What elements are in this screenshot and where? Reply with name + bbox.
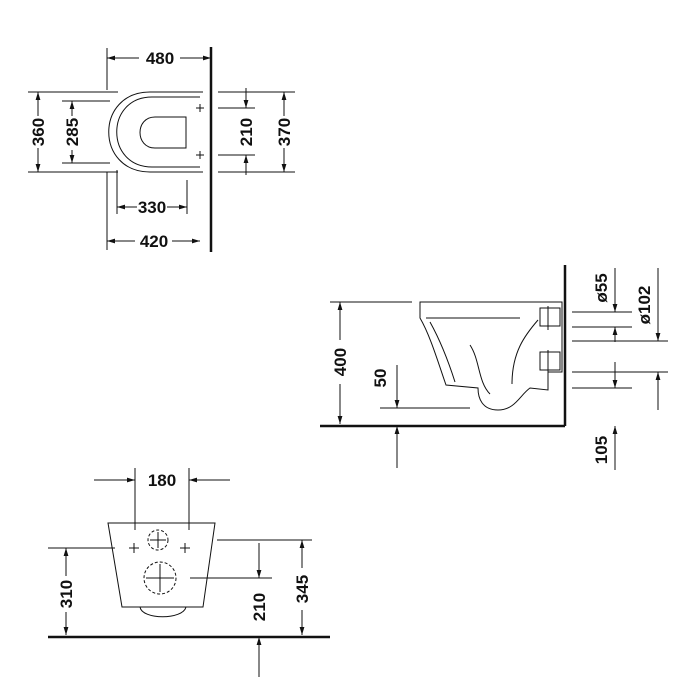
dim-inlet-width: 180	[148, 471, 176, 490]
back-view: 180 310 210 345	[48, 468, 330, 677]
dim-width-seat: 330	[138, 198, 166, 217]
bowl-outline	[108, 91, 203, 173]
bowl-foot	[139, 606, 187, 618]
dim-fixing-height: 210	[250, 593, 269, 621]
dim-fixing-spacing: 210	[237, 118, 256, 146]
fixing-mark-icon	[180, 543, 190, 553]
dim-inlet-diameter: ø55	[592, 273, 611, 302]
fixing-mark-icon	[129, 543, 139, 553]
dim-drain-height: 105	[592, 436, 611, 464]
bowl-inner-contour	[426, 317, 539, 395]
bowl-inner-outline	[116, 96, 200, 168]
dim-depth-seat: 285	[63, 118, 82, 146]
dim-rim-height: 400	[331, 348, 350, 376]
outlet-opening	[143, 561, 177, 595]
dim-water-level: 50	[371, 369, 390, 388]
inlet-opening	[147, 529, 169, 551]
dim-outlet-height: 310	[57, 580, 76, 608]
fixing-mark-icon	[196, 104, 204, 112]
dim-depth-overall: 360	[29, 118, 48, 146]
dim-top-height: 345	[293, 575, 312, 603]
top-view: 480 360 285 210 370 330 4	[28, 47, 295, 252]
dim-outlet-diameter: ø102	[635, 286, 654, 325]
connection-sockets	[539, 307, 561, 371]
bowl-side-outline	[419, 301, 563, 411]
dim-width-bowl: 420	[140, 232, 168, 251]
dim-width-overall: 480	[146, 49, 174, 68]
bowl-back-outline	[107, 522, 216, 608]
fixing-mark-icon	[196, 151, 204, 159]
side-view: 400 50 ø55 ø102 105	[320, 265, 668, 470]
seat-opening	[139, 116, 187, 149]
dim-wall-height: 370	[275, 118, 294, 146]
